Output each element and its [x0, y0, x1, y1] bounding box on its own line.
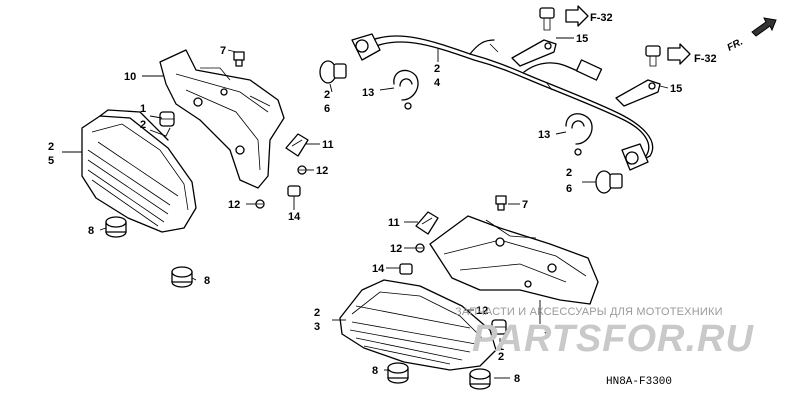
nut-14-lower	[399, 263, 413, 275]
label-9: 9	[544, 325, 550, 337]
label-11: 11	[322, 139, 334, 151]
bracket-15-a	[511, 7, 557, 67]
label-2: 2	[140, 119, 146, 131]
label-13: 13	[362, 87, 374, 99]
label-13: 13	[538, 129, 550, 141]
label-12: 12	[316, 165, 328, 177]
bracket-lower	[429, 215, 599, 305]
grommet-8-b	[171, 266, 193, 288]
bulb-1-lower	[491, 319, 507, 335]
clamp-13-b	[565, 113, 593, 156]
grommet-8-a	[105, 216, 127, 238]
clip-11-lower	[415, 211, 439, 235]
label-12: 12	[390, 243, 402, 255]
label-8: 8	[514, 373, 520, 385]
label-3: 3	[314, 321, 320, 333]
bolt-7-lower	[495, 195, 507, 211]
ref-f32-a: F-32	[590, 12, 613, 24]
label-2: 2	[324, 89, 330, 101]
clamp-13-a	[393, 69, 419, 110]
bolt-7-upper	[233, 51, 245, 67]
diagram-code: HN8A-F3300	[606, 376, 672, 388]
label-1: 1	[140, 103, 146, 115]
label-7: 7	[220, 45, 226, 57]
label-10: 10	[124, 71, 136, 83]
ref-f32-b: F-32	[694, 53, 717, 65]
front-label: FR.	[726, 37, 745, 54]
grommet-8-d	[469, 368, 491, 390]
label-2: 2	[434, 63, 440, 75]
label-14: 14	[372, 263, 385, 275]
label-12: 12	[476, 305, 488, 317]
label-2: 2	[498, 351, 504, 363]
label-11: 11	[388, 217, 400, 229]
ref-arrow-1	[565, 5, 589, 27]
bulb-6-upper	[319, 60, 347, 84]
front-arrow	[751, 17, 777, 37]
wire-harness	[351, 33, 654, 171]
screw-12-c	[415, 243, 425, 253]
headlight-lower	[339, 279, 497, 371]
ref-arrow-2	[667, 43, 691, 65]
label-5: 5	[48, 155, 54, 167]
label-2: 2	[314, 307, 320, 319]
nut-14-upper	[287, 185, 301, 197]
label-6: 6	[324, 103, 330, 115]
bracket-upper	[159, 49, 285, 189]
label-14: 14	[288, 211, 301, 223]
bulb-1-upper	[159, 111, 175, 127]
bulb-6-lower	[595, 170, 623, 194]
label-8: 8	[88, 225, 94, 237]
watermark-logo: PARTSFOR.RU	[472, 318, 754, 360]
label-1: 1	[498, 341, 504, 353]
label-15: 15	[576, 33, 588, 45]
label-2: 2	[48, 141, 54, 153]
watermark-text: ЗАПЧАСТИ И АКСЕССУАРЫ ДЛЯ МОТОТЕХНИКИ	[455, 306, 723, 318]
label-8: 8	[204, 275, 210, 287]
callout-labels: 2 5 1 2 10 7 8 8 11 12 12 14 13 2 6 2 4 …	[48, 12, 745, 388]
label-7: 7	[522, 199, 528, 211]
screw-12-b	[255, 199, 265, 209]
label-8: 8	[372, 365, 378, 377]
bracket-15-b	[615, 45, 661, 107]
headlight-upper	[81, 109, 197, 233]
label-4: 4	[434, 77, 441, 89]
clip-11-upper	[285, 133, 309, 157]
screw-12-a	[297, 165, 307, 175]
leader-lines	[62, 37, 669, 379]
label-6: 6	[566, 183, 572, 195]
label-12: 12	[228, 199, 240, 211]
label-15: 15	[670, 83, 682, 95]
grommet-8-c	[387, 362, 409, 384]
label-2: 2	[566, 167, 572, 179]
